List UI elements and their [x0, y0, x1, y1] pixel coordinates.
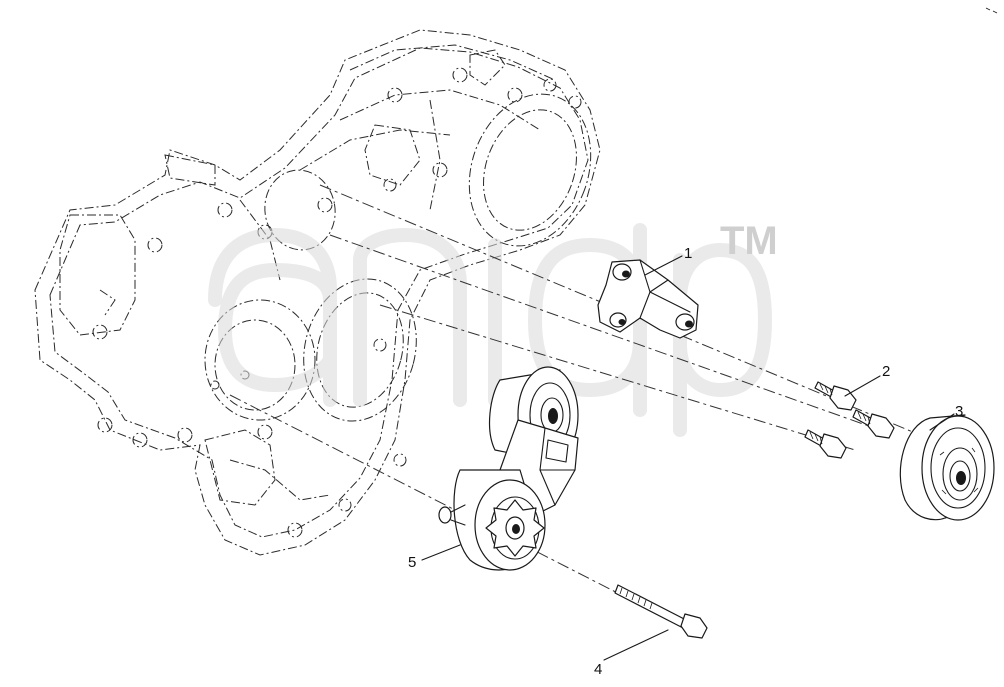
callout-3: 3 [955, 403, 963, 420]
callout-5: 5 [408, 554, 416, 571]
bolt-2b [852, 409, 895, 439]
bolt-2a [814, 381, 857, 411]
corner-mark [985, 7, 998, 14]
callout-2: 2 [882, 363, 890, 380]
bolt-2c [804, 429, 847, 459]
part-5-belt-tensioner [438, 366, 579, 571]
callout-1: 1 [684, 245, 692, 262]
part-4-long-bolt [614, 584, 708, 639]
part-3-idler-pulley [899, 414, 995, 521]
part-2-bolts [804, 381, 895, 459]
watermark-trademark: TM [720, 219, 778, 263]
leader-lines [421, 255, 955, 661]
callout-4: 4 [594, 661, 602, 678]
engine-timing-cover-phantom [34, 29, 601, 556]
watermark-logo [208, 223, 772, 437]
part-1-bracket [597, 259, 699, 339]
